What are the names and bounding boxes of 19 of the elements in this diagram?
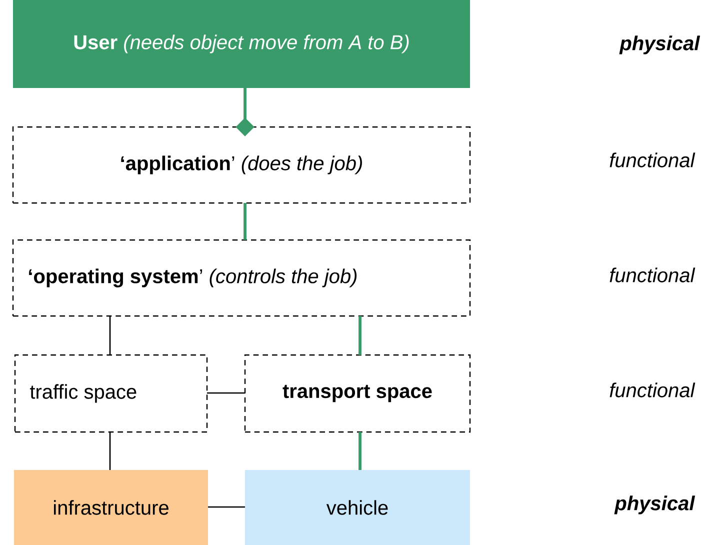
connector [109, 316, 111, 355]
layer-label: physical [614, 496, 696, 514]
layer-label: functional [610, 382, 696, 398]
layer-label: functional [610, 152, 696, 168]
layer-box: traffic space [14, 354, 208, 433]
connector [358, 432, 362, 470]
layer-box: ‘operating system’ (controls the job) [12, 239, 471, 317]
layer-box: ‘application’ (does the job) [12, 126, 471, 204]
component-box: vehicle [245, 470, 470, 545]
connector [358, 316, 362, 355]
user-box: User (needs object move from A to B) [13, 0, 470, 88]
connector [109, 432, 111, 470]
layer-box: transport space [244, 354, 471, 433]
connector [208, 506, 245, 508]
layer-label: functional [610, 268, 696, 282]
component-box: infrastructure [14, 470, 208, 545]
layer-label: physical [619, 36, 700, 54]
connector [207, 392, 245, 394]
connector [244, 203, 246, 240]
